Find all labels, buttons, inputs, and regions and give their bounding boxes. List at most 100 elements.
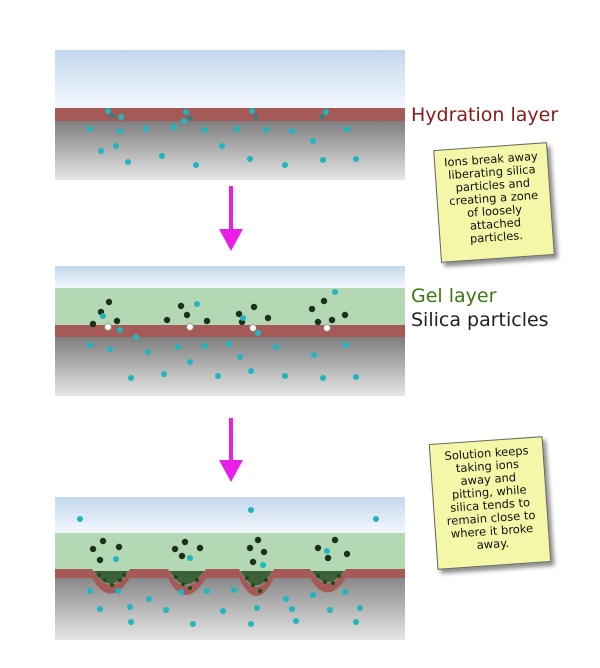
silica-particle xyxy=(261,549,267,555)
ion-particle xyxy=(98,148,104,154)
ion-particle xyxy=(87,588,93,594)
silica-particle xyxy=(114,318,120,324)
vacancy-site xyxy=(105,324,112,331)
ion-particle xyxy=(113,143,119,149)
label-gel-layer: Gel layer xyxy=(411,285,496,307)
vacancy-site xyxy=(187,324,194,331)
ion-particle xyxy=(226,341,232,347)
ion-particle xyxy=(289,128,295,134)
ion-particle xyxy=(193,162,199,168)
ion-particle xyxy=(319,114,324,119)
label-silica-particles: Silica particles xyxy=(411,309,549,331)
gel-layer xyxy=(55,533,405,571)
ion-particle xyxy=(109,113,114,118)
ion-particle xyxy=(320,157,326,163)
ion-particle xyxy=(323,109,329,115)
ion-particle xyxy=(248,621,254,627)
pit-deposit-particle xyxy=(110,583,114,587)
ion-particle xyxy=(143,126,149,132)
ion-particle xyxy=(311,352,317,358)
ion-particle xyxy=(353,156,359,162)
glass-bulk xyxy=(55,121,405,180)
pit-deposit-particle xyxy=(264,578,268,582)
pit-deposit-particle xyxy=(258,589,262,593)
pit-deposit-particle xyxy=(251,583,255,587)
silica-particle xyxy=(179,553,185,559)
silica-particle xyxy=(97,557,103,563)
ion-particle xyxy=(240,315,246,321)
ion-particle xyxy=(187,555,193,561)
silica-particle xyxy=(106,299,112,305)
ion-particle xyxy=(344,126,350,132)
silica-particle xyxy=(164,317,170,323)
silica-particle xyxy=(265,315,271,321)
ion-particle xyxy=(248,507,254,513)
pit-deposit-particle xyxy=(188,586,192,590)
ion-particle xyxy=(190,621,196,627)
ion-particle xyxy=(234,126,240,132)
arrow-1 xyxy=(219,186,243,251)
silica-particle xyxy=(197,545,203,551)
silica-particle xyxy=(342,312,348,318)
ion-particle xyxy=(77,516,83,522)
pit-deposit-particle xyxy=(323,580,327,584)
pit-deposit-particle xyxy=(337,574,341,578)
ion-particle xyxy=(342,589,348,595)
silica-particle xyxy=(344,551,350,557)
vacancy-site xyxy=(250,325,257,332)
ion-particle xyxy=(343,342,349,348)
ion-particle xyxy=(145,349,151,355)
ion-particle xyxy=(373,516,379,522)
silica-particle xyxy=(90,546,96,552)
ion-particle xyxy=(163,607,169,613)
ion-particle xyxy=(219,143,225,149)
ion-particle xyxy=(273,344,279,350)
ion-particle xyxy=(87,126,93,132)
ion-particle xyxy=(283,596,289,602)
pit-deposit-particle xyxy=(97,573,101,577)
ion-particle xyxy=(282,373,288,379)
ion-particle xyxy=(215,373,221,379)
label-hydration-layer: Hydration layer xyxy=(411,104,558,126)
ion-particle xyxy=(324,548,330,554)
silica-particle xyxy=(184,312,190,318)
panel-1 xyxy=(55,50,405,180)
ion-particle xyxy=(282,162,288,168)
ion-particle xyxy=(204,588,210,594)
ion-particle xyxy=(202,127,208,133)
ion-particle xyxy=(187,359,193,365)
sticky-note-1: Ions break away liberating silica partic… xyxy=(433,142,555,263)
sticky-note-2: Solution keeps taking ions away and pitt… xyxy=(429,436,552,570)
pit-deposit-particle xyxy=(118,578,122,582)
ion-particle xyxy=(248,368,254,374)
vacancy-site xyxy=(324,325,331,332)
ion-particle xyxy=(187,115,192,120)
silica-particle xyxy=(178,303,184,309)
ion-particle xyxy=(113,556,119,562)
ion-particle xyxy=(327,607,333,613)
silica-particle xyxy=(255,537,261,543)
pit-deposit-particle xyxy=(316,574,320,578)
ion-particle xyxy=(178,589,184,595)
ion-particle xyxy=(128,619,134,625)
ion-particle xyxy=(357,605,363,611)
ion-particle xyxy=(263,127,269,133)
gel-layer xyxy=(55,288,405,325)
ion-particle xyxy=(353,619,359,625)
ion-particle xyxy=(247,156,253,162)
ion-particle xyxy=(220,608,226,614)
ion-particle xyxy=(249,108,255,114)
ion-particle xyxy=(117,327,123,333)
silica-particle xyxy=(247,545,253,551)
ion-particle xyxy=(289,606,295,612)
silica-particle xyxy=(309,306,315,312)
pit-deposit-particle xyxy=(245,576,249,580)
ion-particle xyxy=(100,313,106,319)
silica-particle xyxy=(204,318,210,324)
pit-deposit-particle xyxy=(195,578,199,582)
silica-particle xyxy=(250,559,256,565)
silica-particle xyxy=(90,321,96,327)
ion-particle xyxy=(353,374,359,380)
ion-particle xyxy=(115,588,121,594)
